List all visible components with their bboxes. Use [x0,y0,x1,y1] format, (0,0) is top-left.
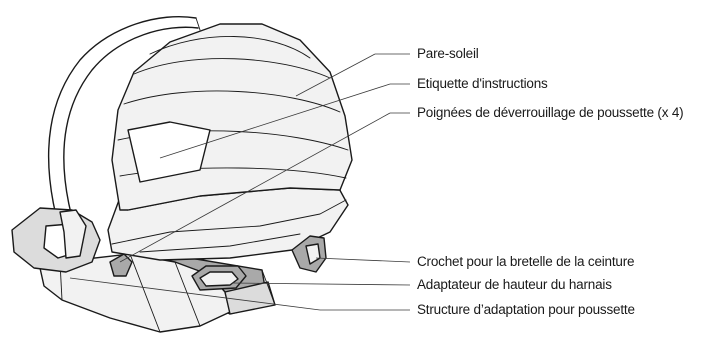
callout-belt-hook: Crochet pour la bretelle de la ceinture [417,254,634,270]
callout-canopy: Pare-soleil [417,46,479,62]
callout-instruction-label: Etiquette d'instructions [417,76,548,92]
leader-belt-hook [316,258,410,262]
callout-release-handles: Poignées de déverrouillage de poussette … [417,105,683,121]
canopy-part [112,24,352,210]
callout-stroller-adapter: Structure d’adaptation pour poussette [417,302,635,318]
callout-harness-adjuster: Adaptateur de hauteur du harnais [417,277,612,293]
